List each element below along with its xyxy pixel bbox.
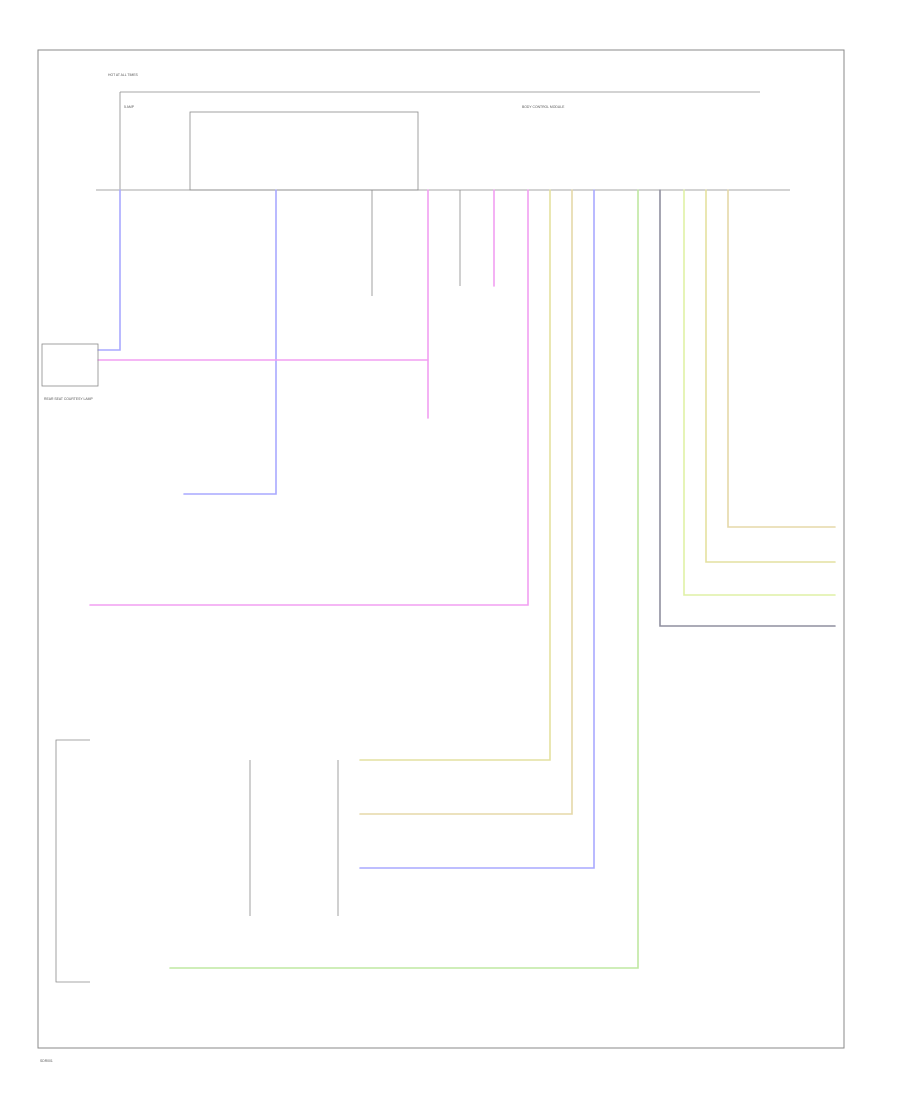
courtesy-lamp-title: REAR SEAT COURTESY LAMP: [44, 397, 93, 401]
wire-pink-right: [89, 189, 529, 606]
module-title: BODY CONTROL MODULE: [522, 105, 565, 109]
switch-panel: [55, 739, 90, 983]
wire-blue-left: [97, 189, 121, 351]
wire-yellowgreen: [683, 189, 836, 596]
wire-tan: [359, 189, 573, 815]
fuse-label: 5 AMP: [124, 105, 135, 109]
courtesy-lamp: [41, 343, 99, 387]
hot-at-all-times-label: HOT AT ALL TIMES: [108, 73, 139, 77]
wire-gray: [659, 189, 836, 627]
body-control-module: [189, 111, 419, 191]
wire-olive-right: [705, 189, 836, 563]
wire-group: [89, 189, 836, 969]
diagram-frame: [37, 49, 845, 1049]
wire-blue-right: [359, 189, 595, 869]
wire-blue-mid: [183, 189, 277, 495]
wire-lightgreen: [169, 189, 639, 969]
wire-tan-right: [727, 189, 836, 528]
footer-code: SDR001: [40, 1059, 53, 1063]
wire-olive: [359, 189, 551, 761]
